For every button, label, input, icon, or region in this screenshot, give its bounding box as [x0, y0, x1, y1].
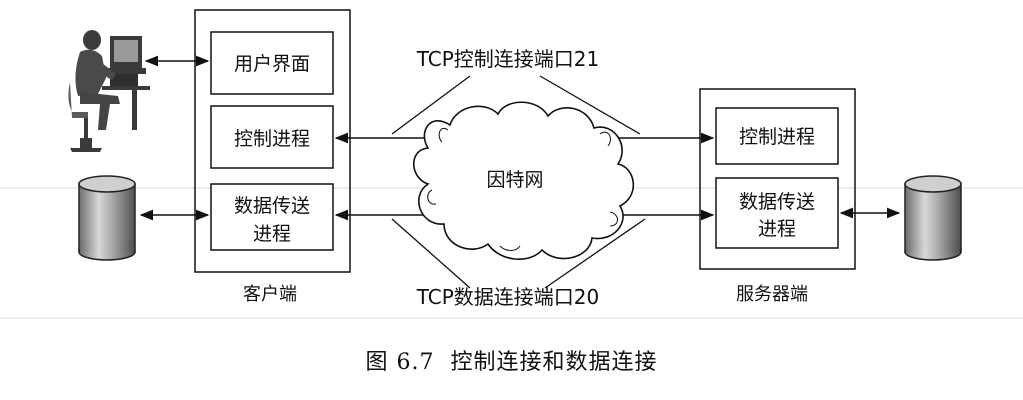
server-data-label-line2: 进程	[758, 218, 796, 240]
server-control-label: 控制进程	[739, 126, 815, 148]
client-data-label-line1: 数据传送	[234, 195, 310, 217]
client-ui-box	[210, 31, 334, 95]
caption-title: 控制连接和数据连接	[450, 350, 658, 375]
client-container	[194, 9, 351, 273]
control-label-leader	[539, 75, 641, 135]
data-connection-label: TCP数据连接端口20	[416, 285, 600, 309]
server-data-label-line1: 数据传送	[739, 191, 815, 213]
client-ui-label: 用户界面	[234, 53, 310, 75]
server-title: 服务器端	[736, 284, 808, 305]
client-data-label-line2: 进程	[253, 223, 291, 245]
internet-label: 因特网	[486, 169, 543, 191]
client-database-icon	[78, 175, 136, 261]
server-control-process-box	[715, 107, 839, 165]
control-connection-label: TCP控制连接端口21	[416, 47, 600, 71]
caption-number: 图 6.7	[365, 350, 435, 375]
client-control-label: 控制进程	[234, 128, 310, 150]
server-database-icon	[904, 175, 962, 261]
user-computer-icon	[68, 30, 150, 152]
client-data-transfer-box	[210, 183, 334, 251]
client-control-process-box	[210, 105, 334, 169]
server-data-transfer-box	[715, 177, 839, 249]
data-label-leader	[544, 218, 646, 289]
control-label-leader	[391, 75, 471, 135]
internet-cloud-icon	[413, 101, 635, 260]
data-label-leader	[391, 218, 471, 289]
server-container	[699, 88, 856, 270]
figure-caption: 图 6.7 控制连接和数据连接	[0, 344, 1023, 376]
client-title: 客户端	[243, 284, 297, 305]
